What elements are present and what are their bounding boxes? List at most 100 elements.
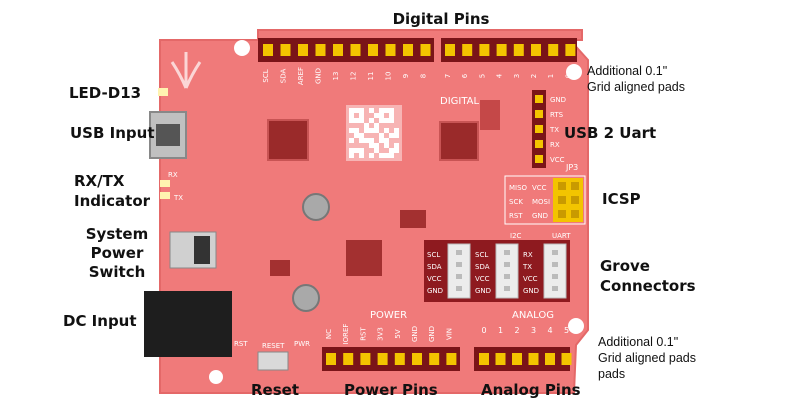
grove-contact [552,262,558,267]
grove-pin-label: GND [427,287,443,295]
mounting-hole [234,40,250,56]
power-switch-label-line2: Power [90,244,144,262]
digital-left-pin-label: GND [315,68,323,84]
analog-pin-label: 1 [498,326,503,335]
qr-module [359,138,364,143]
uart-pin-label: RTS [550,111,564,119]
digital-left-pin-label: SDA [280,69,288,84]
grove-contact [504,286,510,291]
small-chip [480,100,500,130]
digital-right-pin-label: 1 [547,74,555,78]
analog-pin-label: 2 [514,326,519,335]
qr-module [354,108,359,113]
led-d13-label: LED-D13 [69,84,142,102]
rx-led [160,180,170,187]
reset-silk-label: RESET [262,342,285,350]
icsp-pin [558,182,566,190]
qr-module [349,128,354,133]
qr-module [389,153,394,158]
pads-top-note-line1: Additional 0.1" [587,64,668,78]
qr-module [379,118,384,123]
capacitor [302,193,330,221]
digital-right-pin [496,44,507,56]
uart-pin [535,95,543,103]
qr-module [389,133,394,138]
power-switch-label-line3: Switch [88,263,146,281]
digital-right-pin [479,44,490,56]
qr-module [394,143,399,148]
usb2uart-label: USB 2 Uart [564,124,657,142]
digital-right-pin [531,44,541,56]
pads-bottom-note-line3: pads [598,367,626,381]
digital-left-pin [280,44,291,56]
pads-top-note-line2: Grid aligned pads [587,80,685,94]
icsp-left-label: MISO [509,184,528,192]
qr-module [359,148,364,153]
qr-module [359,153,364,158]
qr-module [384,118,389,123]
qr-module [379,108,384,113]
digital-right-pin-label: 4 [496,73,504,78]
digital-left-pin-label: SCL [262,69,270,82]
seeed-logo-icon [170,52,202,89]
power-pin-label: 5V [394,329,402,338]
digital-left-pin-label: 9 [402,74,410,78]
qr-module [379,113,384,118]
grove-pin-label: SDA [475,263,490,271]
grove-contact [504,274,510,279]
digital-left-pin-label: 12 [350,72,358,81]
power-switch-slider [194,236,210,264]
qr-module [364,128,369,133]
qr-module [384,153,389,158]
rx-silk-label: RX [168,171,178,179]
qr-module [359,113,364,118]
power-pin [446,353,457,365]
rxtx-label-line1: RX/TX [74,172,125,190]
qr-module [349,153,354,158]
qr-module [384,138,389,143]
grove-contact [552,286,558,291]
icsp-pin [571,210,579,218]
grove-contact [456,262,462,267]
qr-module [369,118,374,123]
regulator-chip [346,240,382,276]
grove-contact [456,274,462,279]
digital-right-pin [462,44,473,56]
qr-module [349,113,354,118]
grove-pin-label: TX [522,263,532,271]
power-pin [394,353,405,365]
digital-left-pin-label: 10 [385,72,393,81]
qr-module [354,148,359,153]
dc-jack [144,291,232,357]
grove-pin-label: VCC [523,275,538,283]
power-pin-label: RST [359,326,367,340]
qr-module [394,133,399,138]
analog-pin-label: 4 [547,326,552,335]
grove-contact [504,262,510,267]
qr-module [384,143,389,148]
grove-pin-label: SCL [427,251,440,259]
pads-bottom-note-line1: Additional 0.1" [598,335,679,349]
icsp-label: ICSP [602,190,641,208]
power-pin [429,353,440,365]
qr-module [369,143,374,148]
analog-pin-label: 3 [531,326,536,335]
power-pin-label: GND [428,326,436,342]
power-pin-label: 3V3 [377,327,385,341]
qr-module [359,118,364,123]
qr-module [394,148,399,153]
uart-chip [439,121,479,161]
power-pin [412,353,422,365]
analog-pin-label: 5 [564,326,569,335]
qr-module [349,148,354,153]
qr-module [374,128,379,133]
analog-pin [561,353,572,365]
mounting-hole [209,370,223,384]
digital-left-pin-label: 8 [420,74,428,78]
uart-pin [535,155,543,163]
qr-module [349,108,354,113]
power-silk-label: POWER [370,310,407,321]
qr-module [349,138,354,143]
qr-module [354,128,359,133]
